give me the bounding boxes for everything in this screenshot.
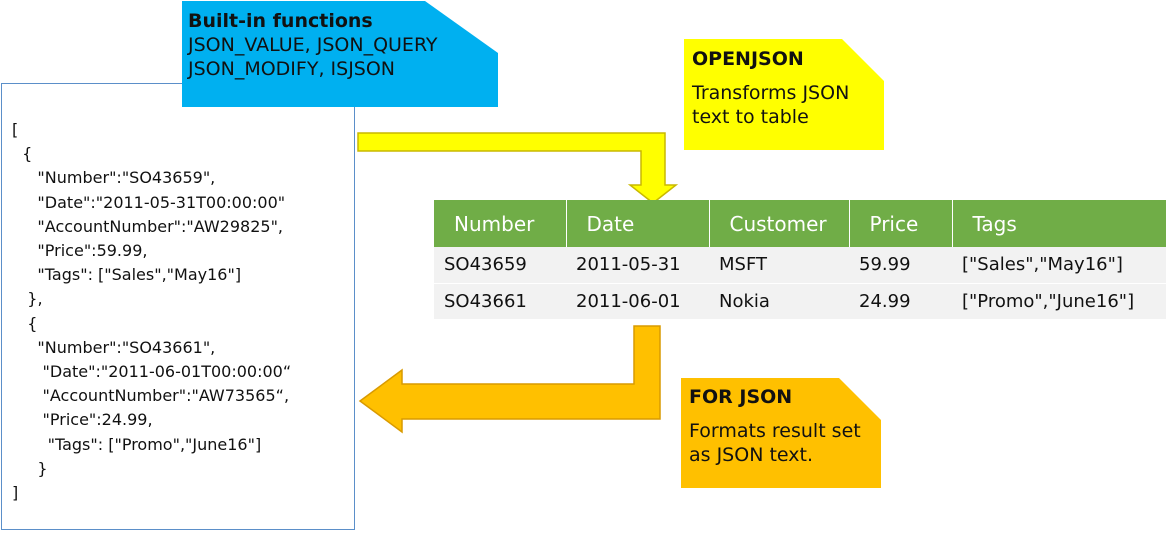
header-tags: Tags <box>952 200 1166 247</box>
json-line: "Price":24.99, <box>12 410 153 430</box>
openjson-callout: OPENJSON Transforms JSON text to table <box>684 39 884 150</box>
builtin-functions-title: Built-in functions <box>188 10 373 32</box>
table-row: SO43659 2011-05-31 MSFT 59.99 ["Sales","… <box>434 247 1166 284</box>
cell-price: 59.99 <box>849 247 952 284</box>
json-line: { <box>12 313 38 333</box>
cell-customer: MSFT <box>709 247 849 284</box>
header-number: Number <box>434 200 567 247</box>
json-line: "AccountNumber":"AW29825", <box>12 216 284 236</box>
json-line: ] <box>12 483 19 502</box>
json-line: [ <box>12 120 19 139</box>
cell-date: 2011-06-01 <box>566 283 709 319</box>
cell-tags: ["Sales","May16"] <box>952 247 1166 284</box>
json-line: "Price":59.99, <box>12 241 148 260</box>
forjson-arrow <box>358 325 661 434</box>
openjson-title: OPENJSON <box>692 48 804 70</box>
header-date: Date <box>566 200 710 247</box>
json-line: { <box>12 144 33 164</box>
json-line: "Date":"2011-05-31T00:00:00" <box>12 192 286 212</box>
cell-date: 2011-05-31 <box>566 247 709 284</box>
header-customer: Customer <box>709 200 850 247</box>
builtin-functions-line-2: JSON_MODIFY, ISJSON <box>188 58 396 80</box>
json-line: "Tags": ["Promo","June16"] <box>12 434 262 454</box>
result-table: Number Date Customer Price Tags SO43659 … <box>434 200 1166 319</box>
cell-tags: ["Promo","June16"] <box>952 283 1166 319</box>
json-line: }, <box>12 289 43 309</box>
cell-number: SO43659 <box>434 247 566 284</box>
json-line: "Date":"2011-06-01T00:00:00“ <box>12 362 292 381</box>
openjson-line-1: Transforms JSON <box>692 82 850 104</box>
json-line: } <box>12 458 48 478</box>
builtin-functions-line-1: JSON_VALUE, JSON_QUERY <box>188 34 438 56</box>
forjson-line-1: Formats result set <box>689 420 861 442</box>
json-line: "Number":"SO43659", <box>12 168 216 188</box>
table-header-row: Number Date Customer Price Tags <box>434 200 1166 247</box>
json-document-box: [ { "Number":"SO43659", "Date":"2011-05-… <box>1 83 355 530</box>
cell-number: SO43661 <box>434 283 566 319</box>
openjson-arrow <box>357 132 679 204</box>
openjson-line-2: text to table <box>692 106 809 128</box>
json-line: "AccountNumber":"AW73565“, <box>12 386 290 406</box>
forjson-line-2: as JSON text. <box>689 444 813 466</box>
forjson-callout: FOR JSON Formats result set as JSON text… <box>681 378 881 488</box>
forjson-title: FOR JSON <box>689 386 793 408</box>
builtin-functions-callout: Built-in functions JSON_VALUE, JSON_QUER… <box>182 1 498 107</box>
header-price: Price <box>849 200 953 247</box>
json-line: "Tags": ["Sales","May16"] <box>12 265 242 285</box>
cell-customer: Nokia <box>709 283 849 319</box>
json-line: "Number":"SO43661", <box>12 337 216 357</box>
cell-price: 24.99 <box>849 283 952 319</box>
table-row: SO43661 2011-06-01 Nokia 24.99 ["Promo",… <box>434 283 1166 319</box>
